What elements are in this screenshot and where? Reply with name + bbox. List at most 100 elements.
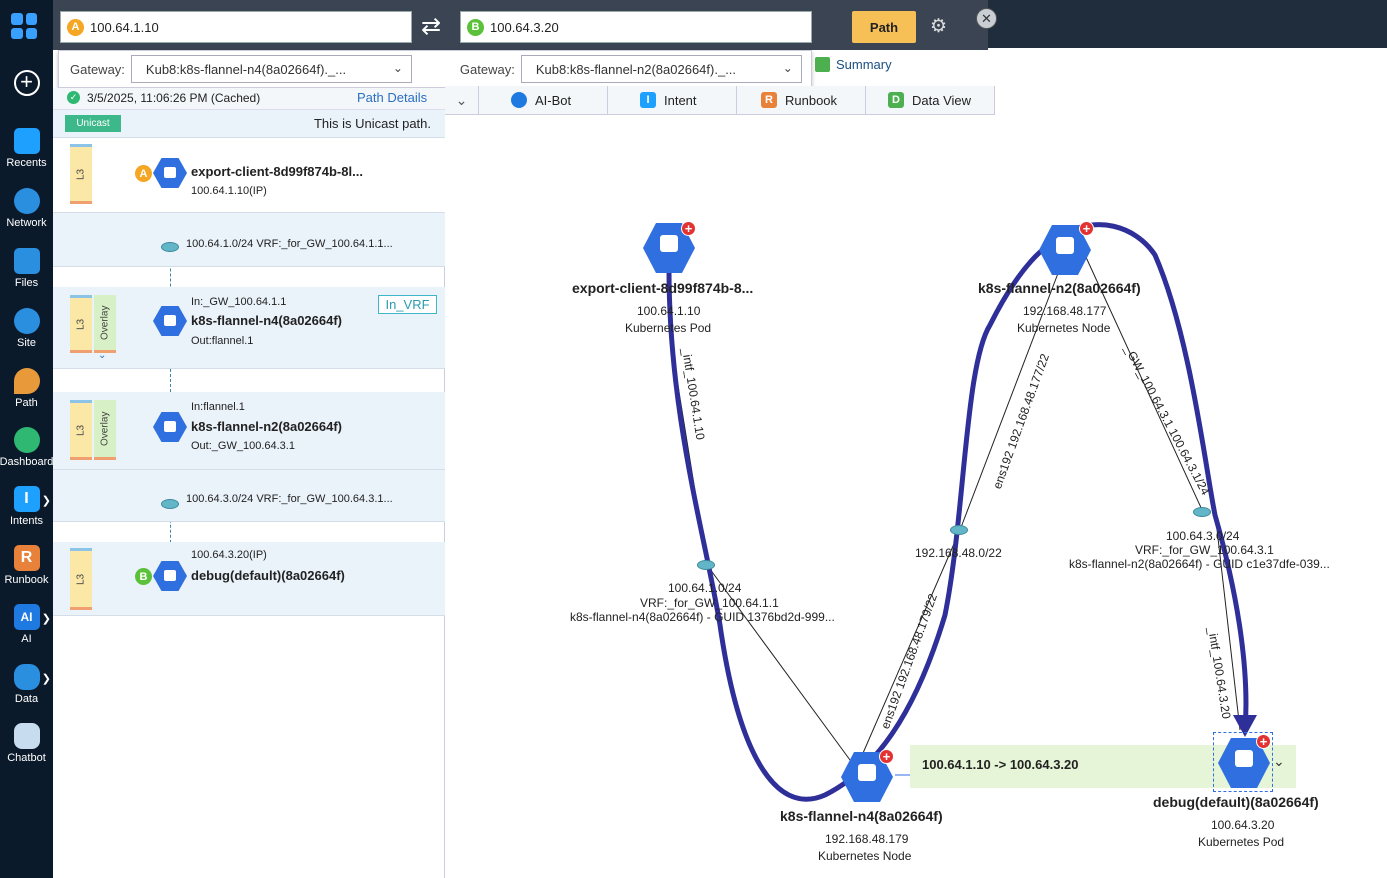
app-grid-icon[interactable] [8, 10, 40, 42]
node-name: debug(default)(8a02664f) [1153, 794, 1319, 810]
subnet-router-icon[interactable] [1193, 507, 1211, 517]
close-icon[interactable]: ✕ [976, 8, 997, 29]
tab-data-view[interactable]: D Data View [866, 86, 995, 114]
sidebar-item-label: Dashboard [0, 456, 54, 468]
path-icon [13, 368, 40, 394]
network-icon [13, 188, 40, 214]
sidebar-item-label: Chatbot [7, 752, 46, 764]
expand-plus-icon[interactable]: + [1256, 734, 1271, 749]
tab-label: AI-Bot [535, 92, 572, 108]
tab-intent[interactable]: I Intent [608, 86, 737, 114]
gateway-label-b: Gateway: [459, 61, 515, 77]
node-icon [153, 306, 187, 336]
chevron-down-icon[interactable]: ⌄ [98, 350, 107, 361]
device-ip: 100.64.1.10(IP) [191, 185, 267, 197]
intent-icon: I [640, 92, 656, 108]
sidebar-item-label: Network [6, 217, 47, 229]
collapse-chevron-icon[interactable]: ⌄ [445, 86, 479, 114]
path-status-bar: ✓ 3/5/2025, 11:06:26 PM (Cached) Path De… [53, 88, 445, 110]
tab-label: Intent [664, 92, 697, 108]
topology-map[interactable]: + export-client-8d99f874b-8... 100.64.1.… [445, 115, 1387, 878]
tab-runbook[interactable]: R Runbook [737, 86, 866, 114]
link-line [706, 564, 851, 761]
node-ip: 192.168.48.177 [1023, 304, 1107, 318]
data-view-icon: D [888, 92, 904, 108]
layer-tag: L3 [70, 400, 92, 460]
sidebar-item-label: Site [17, 337, 36, 349]
node-debug[interactable]: + [1213, 732, 1273, 792]
source-badge: A [67, 18, 84, 36]
expand-plus-icon[interactable]: + [1079, 221, 1094, 236]
settings-gear-icon[interactable]: ⚙ [930, 16, 948, 37]
sidebar-item-files[interactable]: Files [0, 248, 53, 289]
sidebar-item-data[interactable]: ❯ Data [0, 664, 53, 705]
node-name: k8s-flannel-n4(8a02664f) [780, 808, 943, 824]
summary-link[interactable]: Summary [815, 57, 892, 72]
node-name: export-client-8d99f874b-8... [572, 280, 754, 296]
expand-arrow-icon[interactable]: ❯ [41, 613, 51, 625]
folder-icon [13, 248, 40, 274]
sidebar-item-dashboard[interactable]: Dashboard [0, 427, 53, 468]
destination-ip-field[interactable]: B 100.64.3.20 [460, 11, 812, 43]
gateway-a-select[interactable]: Kub8:k8s-flannel-n4(8a02664f)._... ⌄ [130, 55, 412, 83]
site-icon [13, 308, 40, 334]
hop-row[interactable]: L3 100.64.3.20(IP) B debug(default)(8a02… [53, 542, 445, 616]
sidebar-item-chatbot[interactable]: Chatbot [0, 723, 53, 764]
expand-arrow-icon[interactable]: ❯ [41, 495, 51, 507]
subnet-router-icon[interactable] [697, 560, 715, 570]
unicast-badge: Unicast [65, 115, 121, 132]
sidebar-item-network[interactable]: Network [0, 188, 53, 229]
source-ip-field[interactable]: A 100.64.1.10 [60, 11, 412, 43]
link-line [1214, 511, 1241, 731]
sidebar-item-add[interactable]: + [0, 70, 53, 99]
chevron-down-icon: ⌄ [782, 61, 793, 75]
path-arrow [1233, 715, 1257, 737]
sidebar-item-ai[interactable]: AI ❯ AI [0, 604, 53, 645]
source-badge: A [135, 165, 152, 182]
chevron-down-icon[interactable]: ⌄ [1273, 753, 1285, 769]
node-ip: 100.64.1.10 [637, 304, 701, 318]
node-type: Kubernetes Node [818, 849, 912, 863]
path-details-link[interactable]: Path Details [357, 90, 428, 105]
chevron-down-icon: ⌄ [392, 61, 403, 75]
subnet-router-icon[interactable] [950, 525, 968, 535]
recents-icon [13, 128, 40, 154]
link-line [959, 254, 1066, 531]
hop-row[interactable]: L3 Overlay In:flannel.1 k8s-flannel-n2(8… [53, 392, 445, 470]
pod-icon [153, 158, 187, 188]
database-icon [13, 664, 40, 690]
hop-row[interactable]: L3 A export-client-8d99f874b-8l... 100.6… [53, 138, 445, 213]
plus-circle-icon: + [13, 70, 40, 96]
egress-interface: Out:flannel.1 [191, 335, 254, 347]
swap-icon[interactable]: ⇄ [421, 13, 442, 40]
node-ip: 192.168.48.179 [825, 832, 909, 846]
tab-ai-bot[interactable]: AI-Bot [479, 86, 608, 114]
destination-badge: B [135, 568, 152, 585]
gateway-b-select[interactable]: Kub8:k8s-flannel-n2(8a02664f)._... ⌄ [520, 55, 802, 83]
sidebar-item-recents[interactable]: Recents [0, 128, 53, 169]
layer-tag: L3 [70, 548, 92, 610]
sidebar-item-label: Data [14, 693, 39, 705]
sidebar-item-label: Recents [6, 157, 47, 169]
ingress-interface: In:flannel.1 [191, 401, 245, 413]
sidebar-item-runbook[interactable]: R Runbook [0, 545, 53, 586]
expand-plus-icon[interactable]: + [681, 221, 696, 236]
expand-plus-icon[interactable]: + [879, 749, 894, 764]
egress-interface: Out:_GW_100.64.3.1 [191, 440, 295, 452]
route-row[interactable]: 100.64.3.0/24 VRF:_for_GW_100.64.3.1... [53, 470, 445, 522]
layer-tag: L3 [70, 295, 92, 353]
summary-label: Summary [836, 57, 892, 72]
path-timestamp: 3/5/2025, 11:06:26 PM (Cached) [87, 91, 261, 105]
subnet-vrf: VRF:_for_GW_100.64.3.1 [1135, 543, 1274, 557]
sidebar-item-intents[interactable]: I ❯ Intents [0, 486, 53, 527]
subnet-guid: k8s-flannel-n4(8a02664f) - GUID 1376bd2d… [570, 610, 835, 624]
hop-row[interactable]: L3 Overlay ⌄ In:_GW_100.64.1.1 k8s-flann… [53, 287, 445, 369]
runbook-icon: R [13, 545, 40, 571]
intents-icon: I [13, 486, 40, 512]
sidebar-item-site[interactable]: Site [0, 308, 53, 349]
expand-arrow-icon[interactable]: ❯ [41, 673, 51, 685]
node-type: Kubernetes Node [1017, 321, 1111, 335]
path-button[interactable]: Path [852, 11, 916, 43]
route-row[interactable]: 100.64.1.0/24 VRF:_for_GW_100.64.1.1... [53, 213, 445, 267]
sidebar-item-path[interactable]: Path [0, 368, 53, 409]
